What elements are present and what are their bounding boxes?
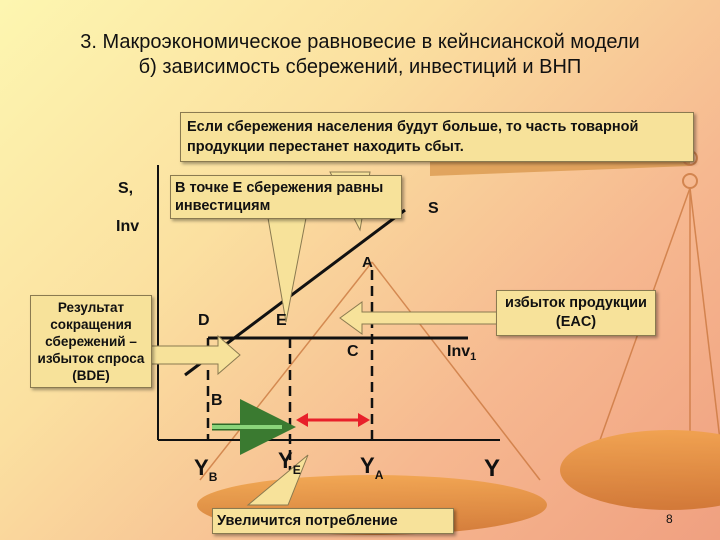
- savings-excess-callout: Если сбережения населения будут больше, …: [180, 112, 694, 162]
- result-arrow: [149, 334, 241, 376]
- yb-label: YB: [194, 455, 218, 484]
- point-c-label: C: [347, 343, 359, 360]
- consumption-pointer: [246, 454, 309, 506]
- surplus-callout: избыток продукции (EAC): [496, 290, 656, 336]
- point-e-label: E: [276, 312, 287, 329]
- title-line-2: б) зависимость сбережений, инвестиций и …: [138, 56, 582, 78]
- scale-string-left: [199, 261, 373, 481]
- y-axis-label-inv: Inv: [116, 218, 140, 235]
- slide-title: 3. Макроэкономическое равновесие в кейнс…: [0, 30, 720, 80]
- x-axis-label: Y: [484, 455, 501, 482]
- ya-label: YA: [360, 453, 384, 482]
- y-axis-label-s: S,: [118, 180, 134, 197]
- investment-line-label: Inv1: [447, 343, 477, 363]
- point-e-callout: В точке E сбережения равны инвестициям: [170, 175, 402, 219]
- title-line-1: 3. Макроэкономическое равновесие в кейнс…: [80, 31, 640, 53]
- point-e-pointer: [267, 217, 307, 323]
- scale-pan-right: [560, 430, 720, 510]
- point-s-label: S: [428, 200, 439, 217]
- result-callout: Результат сокращения сбережений – избыто…: [30, 295, 152, 388]
- page-number: 8: [666, 512, 673, 526]
- point-d-label: D: [198, 312, 210, 329]
- surplus-arrow-pointer: [339, 301, 501, 335]
- ye-label: YE: [278, 448, 301, 477]
- point-b-label: B: [211, 392, 223, 409]
- consumption-callout: Увеличится потребление: [212, 508, 454, 534]
- point-a-label: A: [362, 254, 373, 271]
